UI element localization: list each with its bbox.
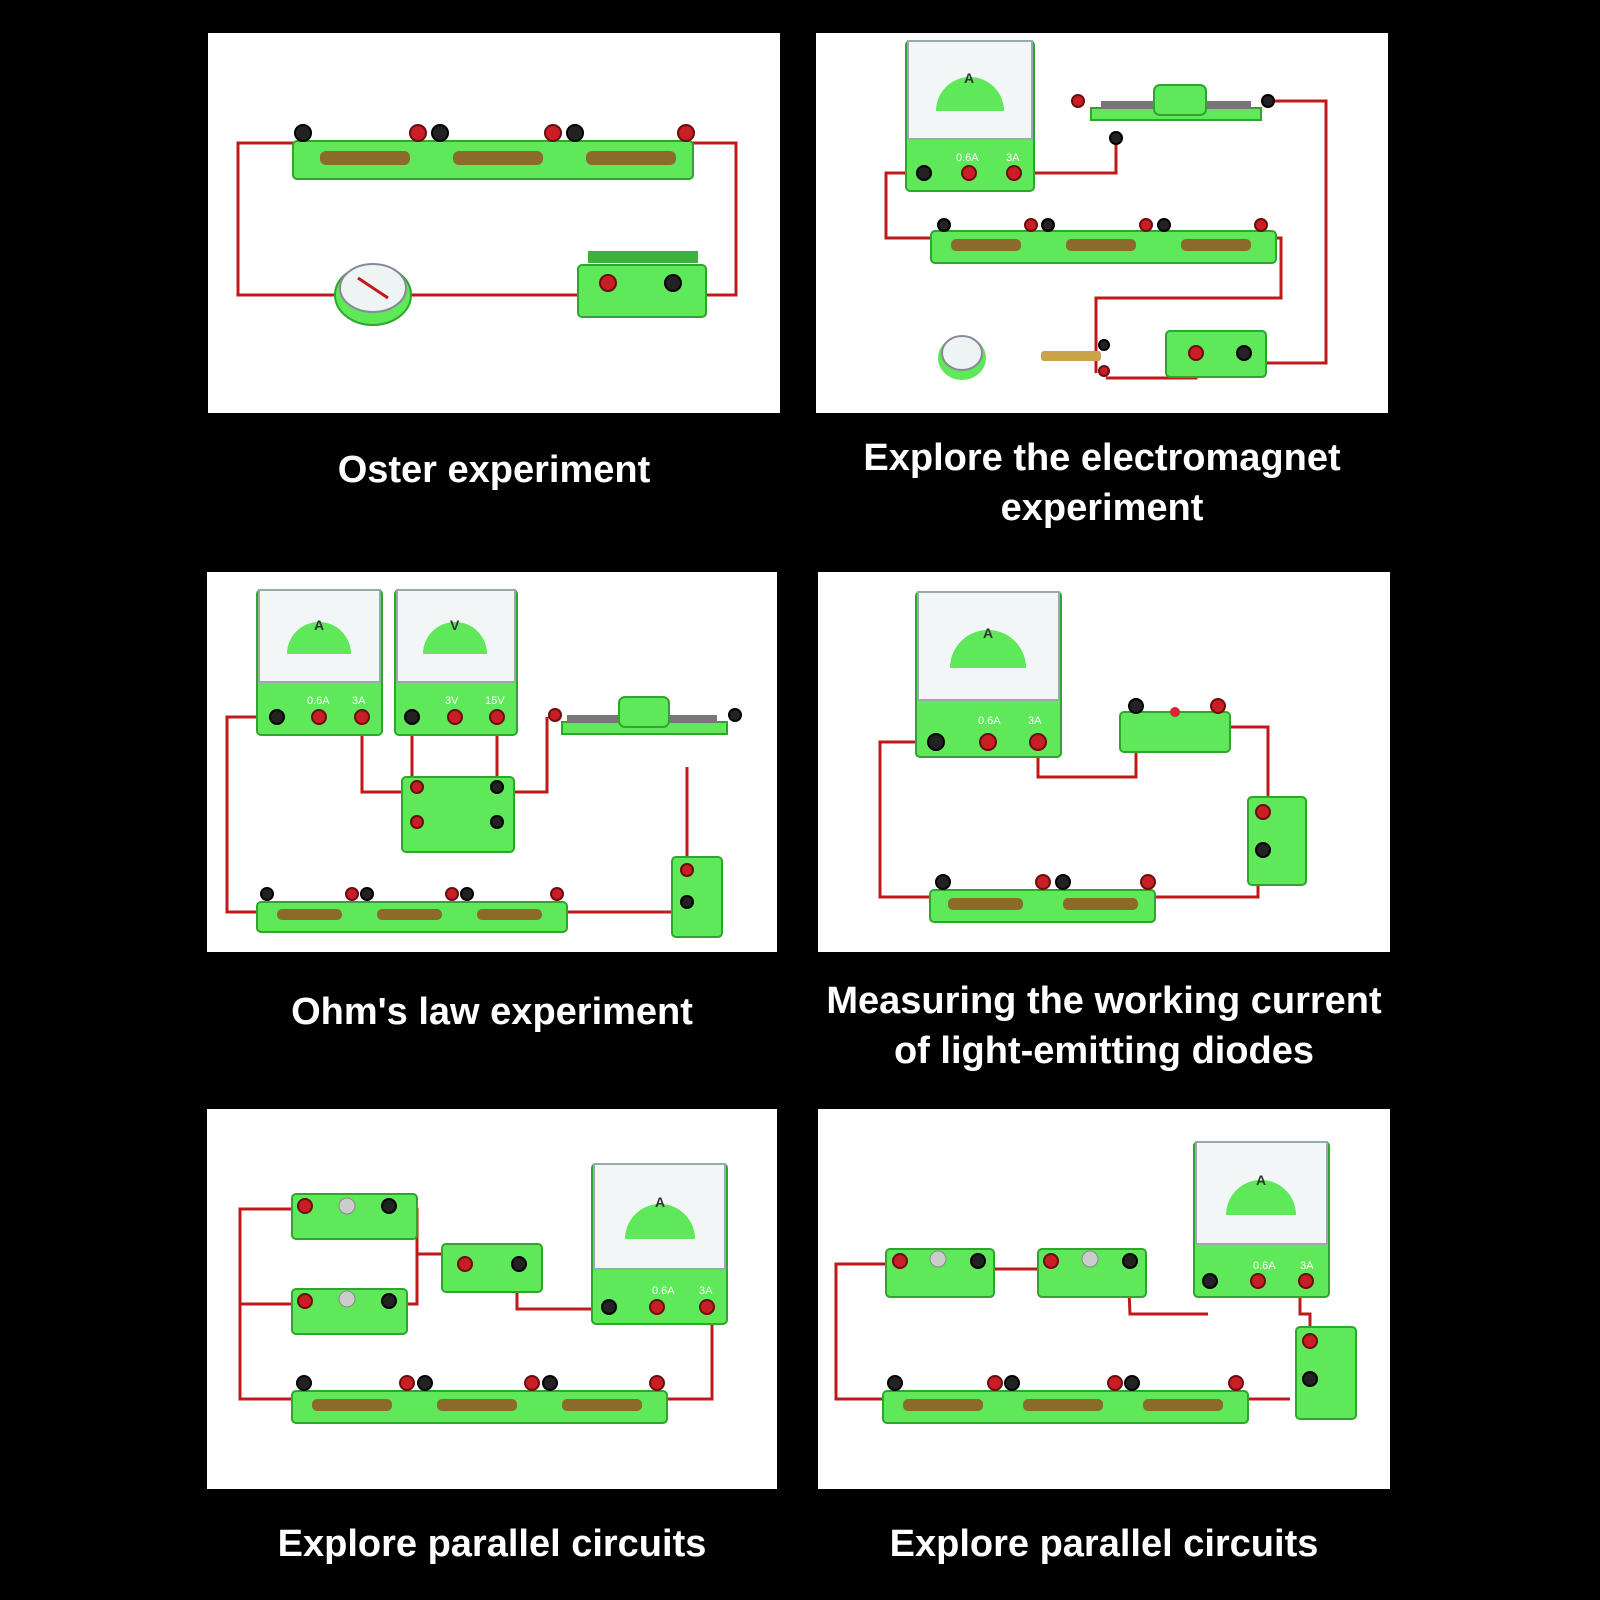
caption-line: Measuring the working current [826,980,1382,1022]
electromagnet-coil [1041,339,1110,377]
lamp-board-1 [885,1248,995,1298]
switch [1295,1326,1357,1420]
caption-ohms-law-experiment: Ohm's law experiment [207,987,777,1037]
battery-holder [930,218,1277,264]
switch [671,856,723,938]
panel-led-current-experiment: A 0.6A 3A [818,572,1390,952]
switch [441,1243,543,1293]
ammeter: A 0.6A 3A [905,40,1035,192]
battery-holder [882,1375,1249,1424]
lamp-board-2 [1037,1248,1147,1298]
svg-text:3V: 3V [445,695,459,707]
svg-text:A: A [983,625,993,641]
ammeter: A 0.6A 3A [256,589,383,736]
voltmeter: V 3V 15V [394,589,518,736]
caption-parallel-circuits-right: Explore parallel circuits [818,1519,1390,1569]
caption-line: Explore parallel circuits [277,1523,707,1565]
caption-electromagnet-experiment: Explore the electromagnet experiment [816,433,1388,533]
rheostat [548,696,742,735]
svg-text:0.6A: 0.6A [1253,1260,1276,1272]
compass [938,335,986,380]
parallel-circuit-illustration-left: A 0.6A 3A [238,1163,728,1424]
svg-text:A: A [655,1194,665,1210]
panel-electromagnet-experiment: A 0.6A 3A [816,33,1388,413]
caption-led-current-experiment: Measuring the working current of light-e… [790,976,1418,1076]
svg-text:A: A [964,70,974,86]
switch [577,251,707,318]
lamp-board-top [291,1193,418,1240]
ammeter: A 0.6A 3A [591,1163,728,1325]
parallel-circuit-illustration-right: A 0.6A 3A [834,1141,1357,1424]
caption-line: experiment [1000,487,1204,529]
battery-holder [256,887,568,933]
ammeter: A 0.6A 3A [915,591,1062,758]
resistor-board [401,776,515,853]
svg-text:A: A [314,617,324,633]
panel-parallel-circuits-left: A 0.6A 3A [207,1109,777,1489]
lamp-board-bottom [291,1288,408,1335]
svg-text:V: V [450,617,460,633]
svg-text:0.6A: 0.6A [307,695,330,707]
caption-line: Explore parallel circuits [889,1523,1319,1565]
battery-holder [291,1375,668,1424]
led-circuit-illustration: A 0.6A 3A [878,591,1307,923]
svg-text:3A: 3A [699,1285,713,1297]
svg-text:15V: 15V [485,695,505,707]
caption-parallel-circuits-left: Explore parallel circuits [207,1519,777,1569]
led-board [1119,698,1231,753]
caption-line: Explore the electromagnet [863,437,1341,479]
panel-ohms-law-experiment: A 0.6A 3A V 3V 15V [207,572,777,952]
svg-text:0.6A: 0.6A [978,715,1001,727]
battery-holder [292,124,695,180]
svg-text:3A: 3A [1300,1260,1314,1272]
svg-text:3A: 3A [1028,715,1042,727]
panel-parallel-circuits-right: A 0.6A 3A [818,1109,1390,1489]
rheostat [1071,84,1275,145]
caption-line: Oster experiment [337,449,651,491]
switch [1165,330,1267,378]
ohms-law-circuit-illustration: A 0.6A 3A V 3V 15V [225,589,742,938]
ammeter: A 0.6A 3A [1193,1141,1330,1298]
electromagnet-circuit-illustration: A 0.6A 3A [884,40,1328,380]
battery-holder [929,874,1156,923]
svg-text:0.6A: 0.6A [652,1285,675,1297]
svg-text:3A: 3A [1006,152,1020,164]
caption-line: of light-emitting diodes [893,1030,1315,1072]
caption-line: Ohm's law experiment [291,991,693,1033]
switch [1247,796,1307,886]
compass [334,263,412,326]
svg-text:3A: 3A [352,695,366,707]
svg-text:A: A [1256,1172,1266,1188]
oster-circuit-illustration [236,124,738,326]
panel-oster-experiment [208,33,780,413]
svg-text:0.6A: 0.6A [956,152,979,164]
caption-oster-experiment: Oster experiment [208,445,780,495]
